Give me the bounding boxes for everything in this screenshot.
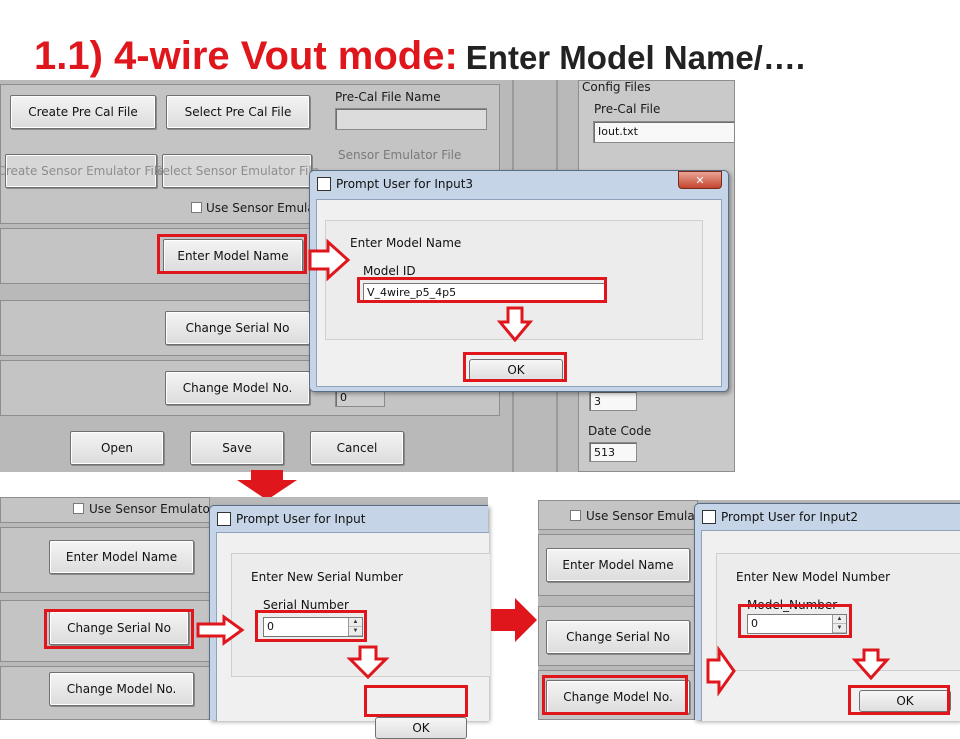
serial-number-label: Serial Number — [263, 598, 349, 612]
arrow-right-icon — [308, 238, 351, 282]
arrow-down-icon — [346, 645, 390, 680]
close-button[interactable]: ✕ — [678, 171, 722, 189]
use-sensor-emulator-label: Use Sensor Emulato — [586, 509, 707, 523]
slide-title-sub: Enter Model Name/…. — [465, 39, 806, 76]
save-button[interactable]: Save — [190, 431, 284, 465]
model-id-input[interactable]: V_4wire_p5_4p5 — [363, 283, 607, 303]
change-serial-no-button[interactable]: Change Serial No — [49, 611, 189, 645]
highlight-model-id-input — [357, 277, 607, 303]
create-sensor-emulator-file-button[interactable]: Create Sensor Emulator File — [0, 154, 165, 188]
date-code-field[interactable]: 513 — [589, 442, 637, 462]
open-button[interactable]: Open — [70, 431, 164, 465]
highlight-serial-number-input — [255, 610, 367, 642]
highlight-change-serial-no — [44, 609, 194, 649]
pre-cal-file-field[interactable]: Iout.txt — [593, 121, 735, 143]
model-number-input[interactable]: 0 — [747, 614, 847, 634]
select-pre-cal-file-button[interactable]: Select Pre Cal File — [166, 95, 310, 129]
use-sensor-emulator-checkbox[interactable] — [191, 202, 202, 213]
arrow-right-icon — [196, 614, 245, 646]
arrow-down-icon — [851, 648, 891, 681]
ok-button[interactable]: OK — [859, 690, 951, 712]
enter-model-name-button[interactable]: Enter Model Name — [163, 239, 303, 273]
use-sensor-emulator-label: Use Sensor Emulator — [89, 502, 215, 516]
dialog-body: Enter New Model Number Model_Number 0 ▲▼… — [701, 530, 960, 721]
input-group — [716, 553, 960, 671]
dialog-title: Prompt User for Input2 — [721, 510, 859, 524]
enter-model-name-button[interactable]: Enter Model Name — [546, 548, 690, 582]
model-number-stepper[interactable]: ▲▼ — [832, 615, 846, 633]
prompt-text: Enter New Serial Number — [251, 570, 403, 584]
emulator-panel — [538, 500, 698, 530]
pre-cal-file-label: Pre-Cal File — [594, 102, 661, 116]
numeric-field[interactable]: 3 — [589, 391, 637, 411]
solid-arrow-down-icon — [237, 470, 297, 500]
highlight-model-number-input — [738, 604, 852, 638]
sensor-emulator-file-label: Sensor Emulator File — [338, 148, 462, 162]
dialog-title: Prompt User for Input — [236, 512, 366, 526]
dialog-title: Prompt User for Input3 — [336, 177, 474, 191]
model-id-label: Model ID — [363, 264, 416, 278]
solid-arrow-right-icon — [491, 598, 537, 642]
highlight-enter-model-name — [157, 234, 307, 274]
ok-button[interactable]: OK — [469, 359, 563, 381]
highlight-ok-button — [364, 685, 468, 717]
change-model-no-button[interactable]: Change Model No. — [546, 680, 690, 714]
app-icon — [702, 510, 716, 524]
arrow-down-icon — [496, 306, 534, 343]
change-model-no-button[interactable]: Change Model No. — [49, 672, 194, 706]
serial-number-input[interactable]: 0 — [263, 617, 363, 637]
change-model-no-button[interactable]: Change Model No. — [165, 371, 310, 405]
slide-title: 1.1) 4-wire Vout mode:Enter Model Name/…… — [34, 34, 805, 84]
ok-button[interactable]: OK — [375, 717, 467, 739]
pre-cal-file-name-field[interactable] — [335, 108, 487, 130]
serial-number-stepper[interactable]: ▲▼ — [348, 618, 362, 636]
pre-cal-file-name-label: Pre-Cal File Name — [335, 90, 441, 104]
slide-title-main: 1.1) 4-wire Vout mode: — [34, 34, 458, 78]
date-code-label: Date Code — [588, 424, 652, 438]
change-serial-no-button[interactable]: Change Serial No — [546, 620, 690, 654]
emulator-panel — [0, 497, 210, 523]
enter-model-name-button[interactable]: Enter Model Name — [49, 540, 194, 574]
use-sensor-emulator-checkbox[interactable] — [570, 510, 581, 521]
change-serial-no-button[interactable]: Change Serial No — [165, 311, 310, 345]
arrow-right-icon — [706, 645, 736, 697]
create-pre-cal-file-button[interactable]: Create Pre Cal File — [10, 95, 156, 129]
prompt-dialog-model-name: Prompt User for Input3 ✕ Enter Model Nam… — [309, 170, 729, 392]
use-sensor-emulator-label: Use Sensor Emulato — [206, 201, 327, 215]
use-sensor-emulator-checkbox[interactable] — [73, 503, 84, 514]
highlight-ok-button — [848, 685, 950, 715]
app-icon — [317, 177, 331, 191]
highlight-ok-button — [463, 352, 567, 382]
app-icon — [217, 512, 231, 526]
cancel-button[interactable]: Cancel — [310, 431, 404, 465]
select-sensor-emulator-file-button[interactable]: Select Sensor Emulator File — [155, 154, 319, 188]
prompt-dialog-model-number: Prompt User for Input2 Enter New Model N… — [694, 503, 960, 721]
highlight-change-model-no — [542, 675, 688, 715]
prompt-text: Enter New Model Number — [736, 570, 891, 584]
config-files-header: Config Files — [582, 80, 651, 94]
prompt-text: Enter Model Name — [350, 236, 462, 250]
